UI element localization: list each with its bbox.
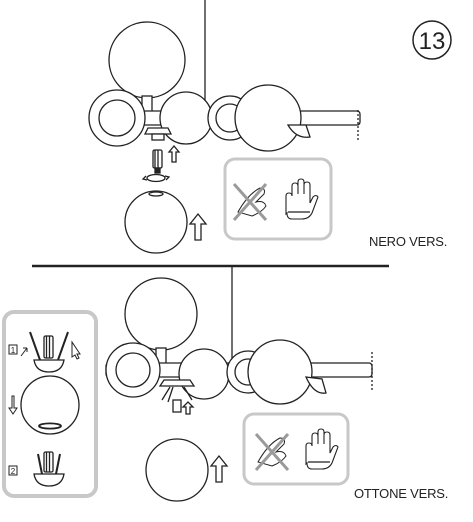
glove-icon [285,178,319,220]
rotate-arrows-icon [141,173,171,183]
step-number: 13 [419,28,446,55]
crossed-bare-hand-icon [232,183,268,221]
inset-step-2: 2 [11,467,16,476]
inset-step-2-box [8,465,18,476]
up-arrow-icon [167,144,181,163]
down-arrow-icon [8,395,18,415]
bulb-icon [152,149,163,174]
step-number-circle [412,20,452,60]
crossed-bare-hand-icon [254,433,290,471]
glove-icon [305,428,339,470]
top-lamp-assembly [88,0,361,254]
inset-step-1-box [8,344,18,355]
gloves-warning-panel [223,157,333,241]
inset-step-1: 1 [11,346,16,355]
top-version-label: NERO VERS. [369,234,448,249]
detail-inset-panel: 1 2 [2,310,98,498]
up-arrow-icon [209,454,229,483]
up-arrow-icon [188,212,208,241]
gloves-warning-panel-bottom [242,412,350,486]
bottom-lamp-assembly [105,266,373,502]
bottom-version-label: OTTONE VERS. [354,486,449,501]
